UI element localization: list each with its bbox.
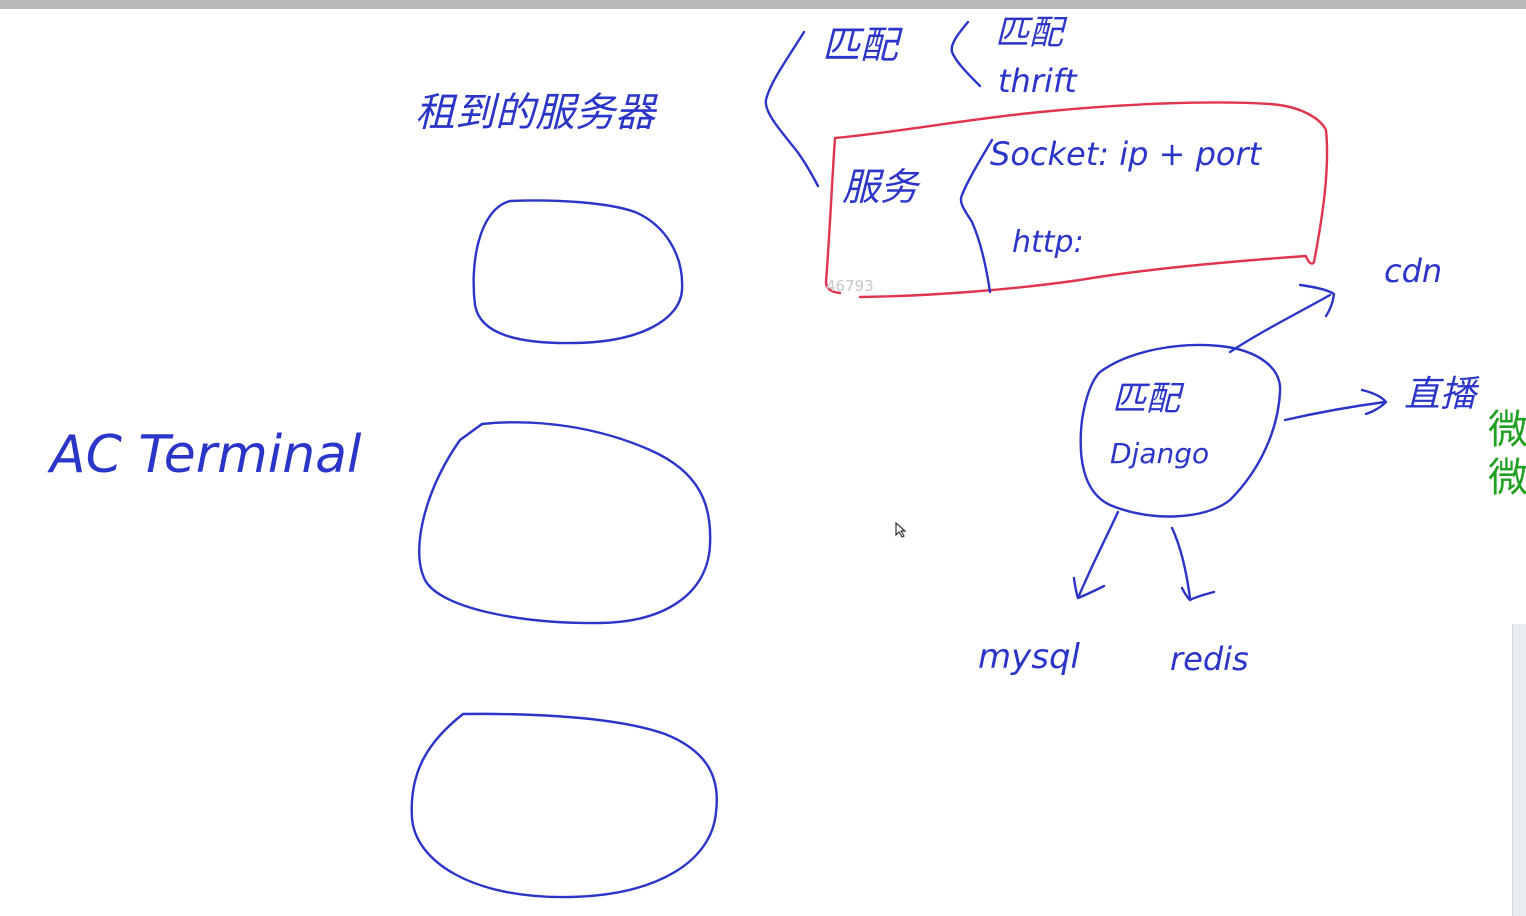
match-node-blob (1079, 343, 1282, 518)
top-toolbar-strip (0, 0, 1526, 9)
cdn-label: cdn (1384, 252, 1442, 290)
branch-sub-1: 匹配 (995, 13, 1068, 53)
match-node-line1: 匹配 (1112, 379, 1185, 419)
service-highlight-box (824, 101, 1329, 299)
socket-line: Socket: ip + port (990, 135, 1263, 173)
overlay-char-1: 微 (1488, 407, 1526, 453)
mouse-pointer-icon (895, 522, 907, 538)
watermark: 46793 (826, 277, 874, 295)
service-brace (959, 138, 994, 294)
server-blob-3 (410, 712, 718, 899)
ac-terminal-label: AC Terminal (47, 425, 362, 485)
redis-label: redis (1170, 640, 1249, 678)
outer-brace (764, 30, 820, 188)
arrow-to-direct (1283, 388, 1388, 422)
branch-label: 匹配 (822, 23, 903, 67)
arrow-to-redis (1170, 526, 1216, 602)
http-line: http: (1012, 225, 1084, 260)
branch-sub-2: thrift (998, 62, 1078, 100)
side-panel-edge[interactable] (1512, 624, 1526, 916)
inner-brace-top (950, 20, 982, 88)
direct-label: 直播 (1404, 374, 1480, 415)
server-blob-2 (418, 421, 712, 625)
match-node-line2: Django (1110, 437, 1209, 470)
overlay-char-2: 微 (1488, 455, 1526, 501)
mysql-label: mysql (978, 637, 1081, 677)
arrow-to-cdn (1228, 283, 1336, 354)
title-servers: 租到的服务器 (415, 90, 658, 136)
service-label: 服务 (842, 165, 921, 209)
arrow-to-mysql (1072, 510, 1120, 600)
server-blob-1 (472, 199, 684, 345)
